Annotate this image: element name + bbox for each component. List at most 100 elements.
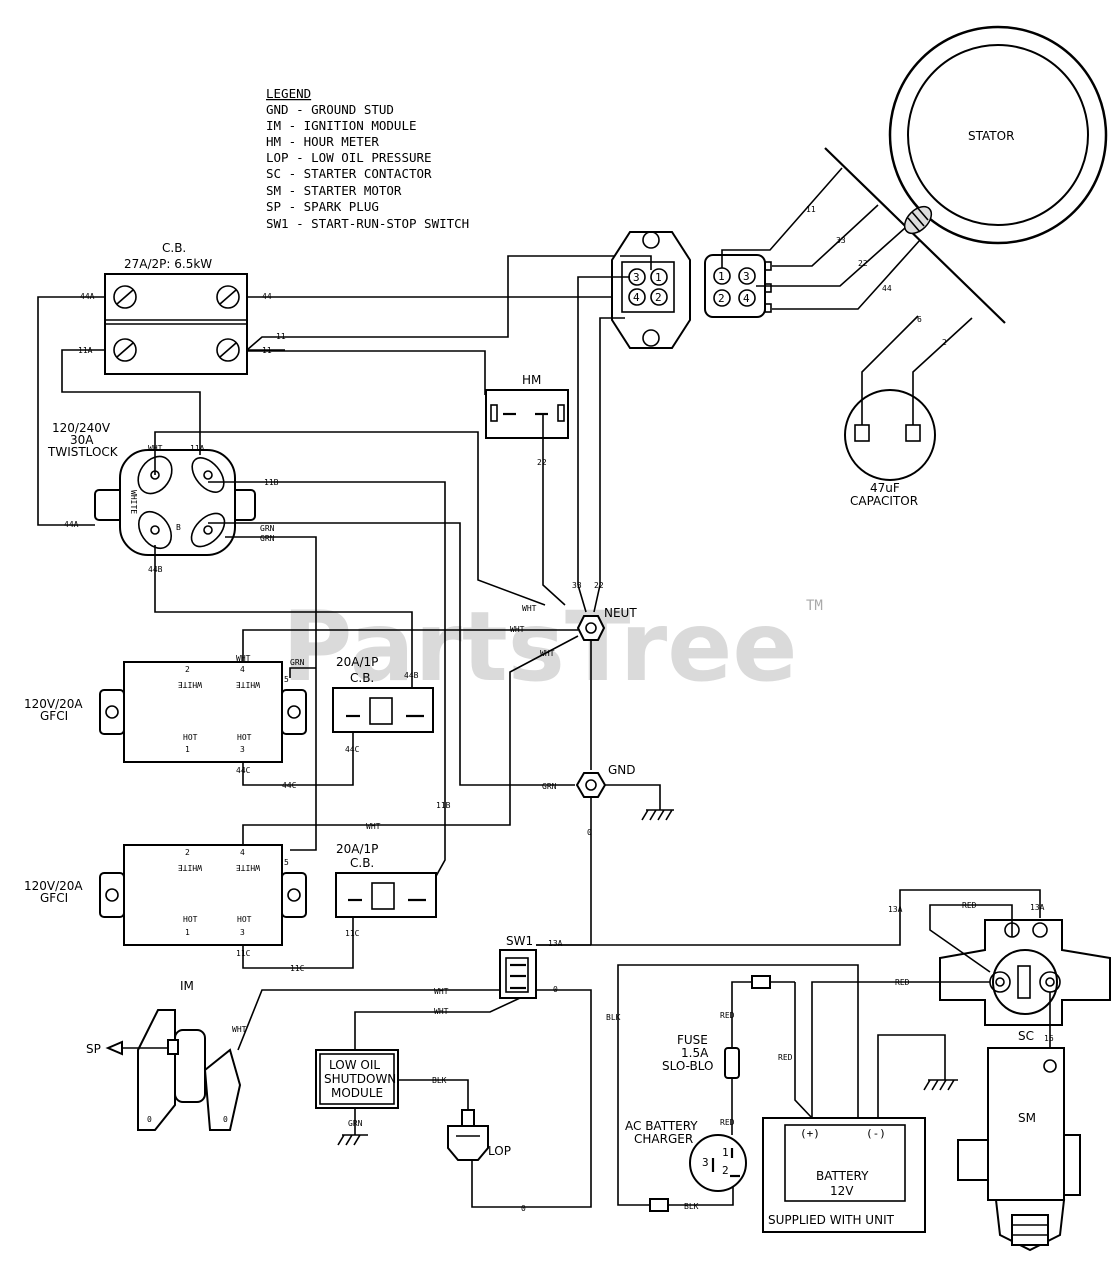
terminal-label: 5 [284, 858, 289, 867]
pin-label: 3 [743, 270, 750, 283]
gfci-label: HOT [237, 733, 252, 742]
low-oil-l3: MODULE [331, 1086, 383, 1100]
cb-main-title: C.B. [162, 241, 186, 255]
cb1-rating: 20A/1P [336, 655, 378, 669]
wire-label: RED [895, 978, 910, 987]
wire-label: 11 [276, 332, 286, 341]
gfci2-l2: GFCI [40, 891, 68, 905]
terminal-label: 3 [240, 745, 245, 754]
gfci-label: HOT [183, 733, 198, 742]
gnd-label: GND [608, 763, 636, 777]
gfci1-l2: GFCI [40, 709, 68, 723]
starter-contactor: SC [939, 919, 1111, 1043]
wire-label: RED [720, 1118, 735, 1127]
fuse: FUSE 1.5A SLO-BLO [662, 975, 771, 1079]
battery: (+) (-) BATTERY 12V SUPPLIED WITH UNIT [762, 1117, 926, 1233]
wire-label: BLK [684, 1202, 699, 1211]
pin-label: 2 [655, 291, 662, 304]
wire-label: GRN [290, 658, 305, 667]
wire-label: GRN [542, 782, 557, 791]
fuse-l3: SLO-BLO [662, 1059, 714, 1073]
legend-title: LEGEND [266, 86, 311, 101]
low-oil-l1: LOW OIL [329, 1058, 380, 1072]
wire-label: 44A [80, 292, 95, 301]
cb-20a-2: 20A/1P C.B. [335, 842, 437, 918]
terminal-label: 5 [284, 675, 289, 684]
wire-label: 0 [553, 985, 558, 994]
wire-label: WHT [236, 654, 251, 663]
gfci-label: HOT [237, 915, 252, 924]
cb2-label: C.B. [350, 856, 374, 870]
wire-label: RED [962, 901, 977, 910]
stator: STATOR [824, 25, 1108, 324]
wire-label: 11C [290, 964, 305, 973]
wire-label: 33 [836, 236, 846, 245]
main-circuit-breaker: C.B. 27A/2P: 6.5kW [104, 241, 248, 375]
wire-label: 44B [148, 565, 163, 574]
wire-label: 22 [858, 259, 868, 268]
wire-label: WHT [510, 625, 525, 634]
charger-pin: 1 [722, 1146, 729, 1159]
wire-label: 44B [404, 671, 419, 680]
wire-label: 0 [521, 1204, 526, 1213]
connector-4pin-right: 1 3 2 4 [704, 254, 772, 318]
legend-item: SC - STARTER CONTACTOR [266, 166, 432, 181]
wire-label: 11A [190, 444, 205, 453]
wire-label: 0 [587, 828, 592, 837]
terminal-label: 4 [240, 848, 245, 857]
terminal-label: 2 [185, 848, 190, 857]
wire-label: WHT [434, 987, 449, 996]
pin-label: 1 [718, 270, 725, 283]
wire-label: 11B [436, 801, 451, 810]
neut-label: NEUT [604, 606, 637, 620]
lop-label: LOP [488, 1144, 511, 1158]
battery-supplied: SUPPLIED WITH UNIT [768, 1213, 895, 1227]
wire-label: BLK [606, 1013, 621, 1022]
charger-pin: 3 [702, 1156, 709, 1169]
fuse-l2: 1.5A [681, 1046, 709, 1060]
wire-label: RED [778, 1053, 793, 1062]
wire-label: 44 [262, 292, 272, 301]
wire-label: WHT [366, 822, 381, 831]
wire-label: 44C [345, 745, 360, 754]
terminal-label: 4 [240, 665, 245, 674]
legend-item: LOP - LOW OIL PRESSURE [266, 150, 432, 165]
wire-label: 44 [882, 284, 892, 293]
capacitor: 6 2 47uF CAPACITOR [844, 315, 973, 508]
gfci2-l1: 120V/20A [24, 879, 83, 893]
twistlock-l2: 30A [70, 433, 94, 447]
pin-label: 1 [655, 271, 662, 284]
legend-item: HM - HOUR METER [266, 134, 379, 149]
legend-item: SW1 - START-RUN-STOP SWITCH [266, 216, 469, 231]
wire-label: GRN [260, 534, 275, 543]
gfci-2: 120V/20A GFCI WHITE WHITE HOT HOT 5 4 2 … [24, 844, 307, 958]
ac-battery-charger: AC BATTERY CHARGER 3 1 2 [625, 1119, 747, 1192]
wire-label: 13A [1030, 903, 1045, 912]
pin-label: 4 [633, 291, 640, 304]
wire-label: 2 [942, 338, 947, 347]
wire-label: 44C [282, 781, 297, 790]
wire-label: 11B [264, 478, 279, 487]
charger-l2: CHARGER [634, 1132, 693, 1146]
gfci-label: WHITE [236, 680, 260, 689]
sw1-label: SW1 [506, 934, 533, 948]
battery-plus: (+) [800, 1127, 820, 1140]
hour-meter: HM [485, 373, 569, 439]
pin-label: 2 [718, 292, 725, 305]
capacitor-value: 47uF [870, 481, 900, 495]
wire-label: WHT [540, 649, 555, 658]
watermark-tm: TM [806, 598, 823, 614]
wire-label: 16 [1044, 1034, 1054, 1043]
low-oil-pressure-switch: LOP [447, 1109, 511, 1161]
gfci1-l1: 120V/20A [24, 697, 83, 711]
neutral-stud: NEUT [576, 606, 637, 641]
wire-label: 6 [917, 315, 922, 324]
wire-label: 13A [888, 905, 903, 914]
sc-label: SC [1018, 1029, 1034, 1043]
terminal-label: WHITE [129, 490, 138, 514]
ignition-module: IM 0 0 SP [86, 979, 242, 1131]
wire-label: WHT [232, 1025, 247, 1034]
im-label: IM [180, 979, 194, 993]
